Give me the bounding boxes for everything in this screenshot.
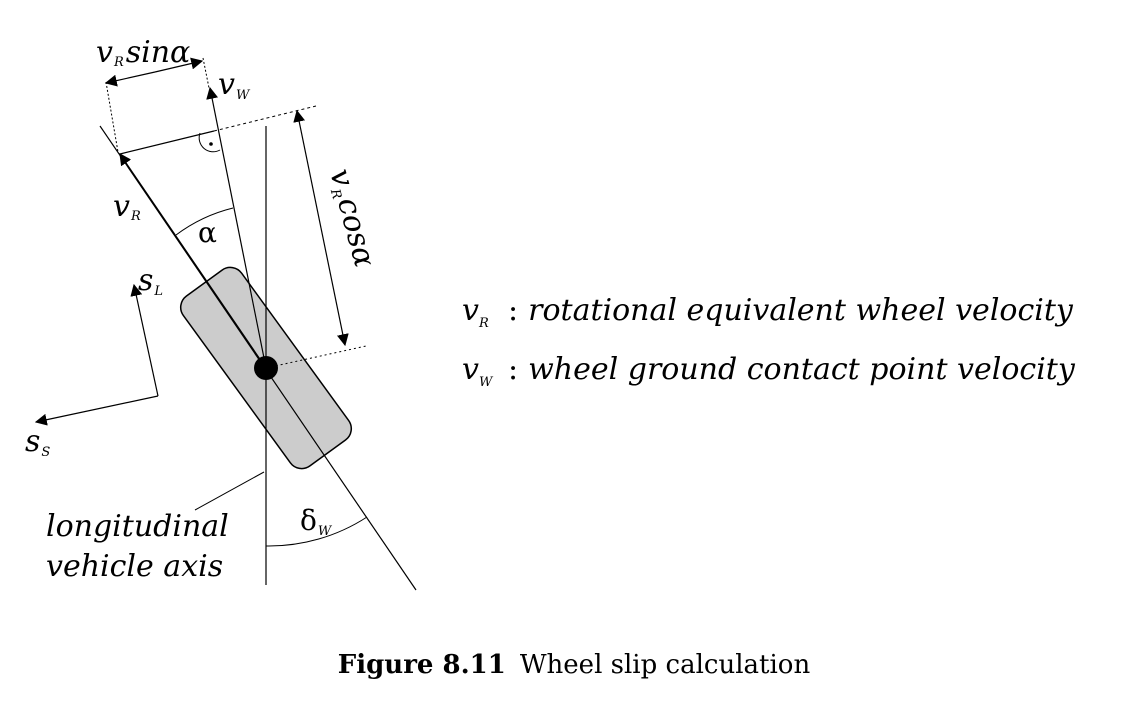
ss-label: sS [25,424,50,460]
delta-arc [265,516,368,547]
right-angle-marker [198,132,221,153]
vr-label: vR [113,189,141,224]
sin-dimension-arrow-a [104,71,156,87]
legend: vR:rotational equivalent wheel velocity … [462,288,1075,406]
vw-vector [206,86,267,369]
caption-label: Figure 8.11 [337,650,506,680]
wheel-center [254,356,278,380]
legend-text: rotational equivalent wheel velocity [528,293,1073,328]
vr-sin-label: vRsinα [96,35,190,70]
legend-item-vr: vR: rotational equivalent wheel velocity [462,288,1075,347]
sin-dimension-arrow-b [154,57,204,73]
alpha-arc [175,207,234,236]
axis-label-line2: vehicle axis [46,549,223,584]
ss-axis [34,395,159,426]
legend-separator: : [508,293,519,328]
legend-separator: : [508,352,519,387]
alpha-label: α [198,216,217,249]
delta-label: δW [300,504,333,539]
legend-text: wheel ground contact point velocity [528,352,1075,387]
lower-projection [265,345,367,369]
vr-cos-label: vRcosα [322,165,382,271]
vr-vector [119,153,267,369]
axis-label-pointer [194,471,265,511]
legend-item-vw: vW: wheel ground contact point velocity [462,347,1075,406]
sin-ext-right [202,57,210,89]
projection-line [119,130,215,155]
right-angle-dot [209,142,213,146]
axis-label-line1: longitudinal [46,509,229,544]
caption-text: Wheel slip calculation [519,650,811,680]
figure-caption: Figure 8.11 Wheel slip calculation [0,650,1148,680]
sin-ext-left [105,81,119,153]
sl-label: sL [138,263,163,299]
sl-axis [130,283,159,397]
cos-dimension-arrow-b [320,227,349,347]
vw-label: vW [218,67,251,103]
cos-dimension-arrow-a [293,109,322,229]
legend-symbol: vR [462,293,489,331]
wheel-heading-line [99,125,417,591]
legend-symbol: vW [462,352,493,390]
